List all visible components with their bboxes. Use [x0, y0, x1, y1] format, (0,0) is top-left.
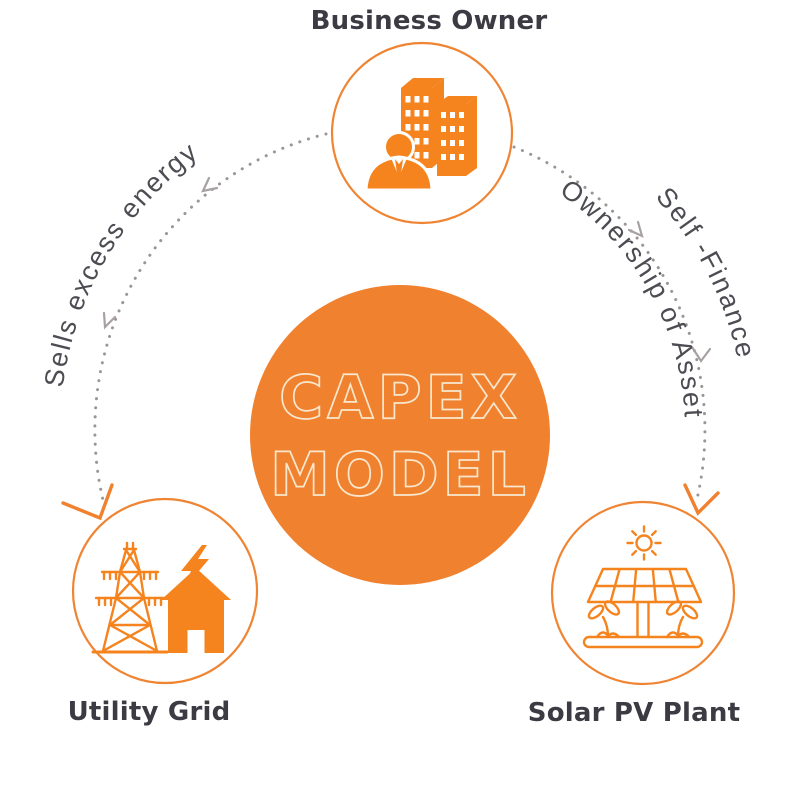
- dotted-arc-business-to-grid: [93, 132, 328, 506]
- building-top-face: [437, 96, 477, 104]
- house-icon: [161, 568, 231, 653]
- arrowhead-to-solar-plant-icon: [683, 483, 720, 516]
- building-top-face: [401, 78, 444, 88]
- utility-grid-circle: [71, 497, 259, 685]
- sells-excess-energy-label: Sells excess energy: [39, 136, 202, 389]
- center-title-line2: MODEL: [270, 440, 530, 510]
- chevron-arrow-icon: [102, 311, 117, 330]
- center-disc: [250, 285, 550, 585]
- sprout-plant-icon: [665, 600, 699, 639]
- sun-icon: [626, 525, 662, 561]
- solar-pv-plant-circle: [550, 500, 736, 686]
- sprout-plant-icon: [587, 600, 621, 639]
- transmission-tower-bolt-house-icon: [91, 541, 231, 654]
- building-side-face: [466, 96, 477, 176]
- business-owner-label: Business Owner: [310, 6, 548, 36]
- dotted-arc-business-to-solar: [512, 145, 707, 501]
- chevron-arrow-icon: [690, 345, 712, 363]
- chevron-arrow-icon: [627, 220, 644, 239]
- person-tie: [395, 159, 403, 182]
- building-windows: [441, 112, 464, 160]
- solar-panel-sun-sprouts-icon: [582, 525, 704, 649]
- solar-pv-plant-label: Solar PV Plant: [527, 698, 741, 728]
- left-arc-label: Sells excess energy: [39, 136, 204, 389]
- center-title-line1: CAPEX: [279, 363, 521, 433]
- transmission-tower: [91, 541, 169, 654]
- chevron-arrow-icon: [201, 176, 219, 193]
- utility-grid-label: Utility Grid: [67, 697, 231, 727]
- office-buildings-with-person-icon: [364, 78, 477, 192]
- house-door: [187, 630, 205, 653]
- arrowhead-to-utility-grid-icon: [61, 483, 114, 521]
- solar-panel: [586, 567, 703, 639]
